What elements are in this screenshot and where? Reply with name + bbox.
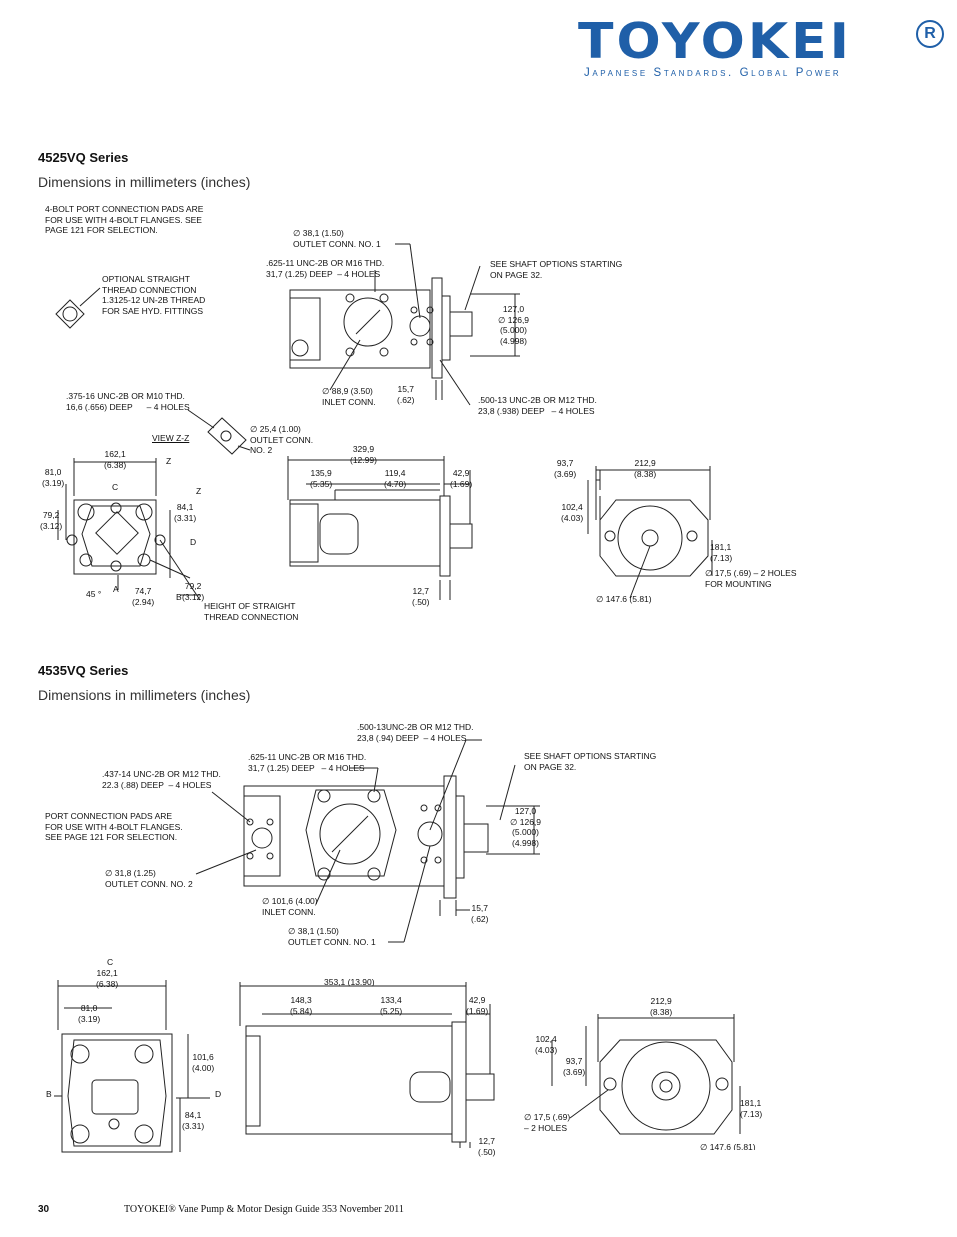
s1-note-height: HEIGHT OF STRAIGHT THREAD CONNECTION [204,601,299,622]
s1-dim-429: 42,9 (1.69) [450,468,473,489]
s1-optional-thread-symbol [55,287,101,329]
s1-dim-1476: ∅ 147.6 (5.81) [596,594,652,604]
s1-label-z2: Z [196,486,202,496]
s2-note-unc437: .437-14 UNC-2B OR M12 THD. 22.3 (.88) DE… [102,769,221,790]
s1-front-view [57,458,201,601]
s1-note-outlet2: ∅ 25,4 (1.00) OUTLET CONN. NO. 2 [250,424,314,455]
s1-note-outlet1: ∅ 38,1 (1.50) OUTLET CONN. NO. 1 [293,228,381,249]
s2-dim-1476: ∅ 147.6 (5.81) [700,1142,756,1150]
registered-mark-icon: R [916,20,944,48]
s1-dim-127b: 12,7 (.50) [412,586,430,607]
s1-label-viewzz: VIEW Z-Z [152,433,190,443]
s2-note-outlet2: ∅ 31,8 (1.25) OUTLET CONN. NO. 2 [105,868,193,889]
section2-title: 4535VQ Series [38,663,129,678]
s1-dim-1024: 102,4 (4.03) [561,502,584,523]
s2-front-view [54,980,210,1153]
s1-note-unc625: .625-11 UNC-2B OR M16 THD. 31,7 (1.25) D… [266,258,385,279]
s1-viewzz-symbol [187,409,251,455]
s1-dim-747: 74,7 (2.94) [132,586,155,607]
s1-note-inlet: ∅ 88,9 (3.50) INLET CONN. [322,386,376,407]
s1-note-unc500: .500-13 UNC-2B OR M12 THD. 23,8 (.938) D… [478,395,597,416]
s2-note-inlet: ∅ 101,6 (4.00) INLET CONN. [262,896,318,917]
footer-text: TOYOKEI® Vane Pump & Motor Design Guide … [124,1204,404,1215]
s2-dim-1016: 101,6 (4.00) [192,1052,215,1073]
s1-label-z1: Z [166,456,172,466]
s2-note-shaft: SEE SHAFT OPTIONS STARTING ON PAGE 32. [524,751,657,772]
s2-dim-810: 81,0 (3.19) [78,1003,101,1024]
s1-dim-792a: 79,2 (3.12) [40,510,63,531]
section2-subtitle: Dimensions in millimeters (inches) [38,687,251,703]
s1-dim-1811: 181,1 (7.13) [710,542,733,563]
s1-note-optional-thread: OPTIONAL STRAIGHT THREAD CONNECTION 1.31… [102,274,206,316]
s1-dim-1621: 162,1 (6.38) [104,449,127,470]
s2-dim-2129: 212,9 (8.38) [650,996,673,1017]
s2-dim-937: 93,7 (3.69) [563,1056,586,1077]
s2-dim-429: 42,9 (1.69) [466,995,489,1016]
s2-dim-841: 84,1 (3.31) [182,1110,205,1131]
s2-dim-1334: 133,4 (5.25) [380,995,403,1016]
s2-side-view [195,739,540,943]
s2-note-outlet1: ∅ 38,1 (1.50) OUTLET CONN. NO. 1 [288,926,376,947]
s2-dim-1024: 102,4 (4.03) [535,1034,558,1055]
brand-logo: TOYOKEI R Japanese Standards. Global Pow… [578,13,944,80]
s2-side-view-2 [239,982,495,1148]
s2-note-port-pads: PORT CONNECTION PADS ARE FOR USE WITH 4-… [45,811,183,842]
s1-label-a: A [113,584,119,594]
s2-note-mount: ∅ 17,5 (.69) – 2 HOLES [524,1112,571,1133]
s2-note-unc500: .500-13UNC-2B OR M12 THD. 23,8 (.94) DEE… [357,722,474,743]
section1-subtitle: Dimensions in millimeters (inches) [38,174,251,190]
section1-title: 4525VQ Series [38,150,129,165]
s2-dim-1483: 148,3 (5.84) [290,995,313,1016]
s1-dim-45: 45 ° [86,589,102,599]
s2-dim-127b: 12,7 (.50) [478,1136,496,1157]
s1-label-b: B [176,592,182,602]
s1-dim-810: 81,0 (3.19) [42,467,65,488]
s1-note-port-pads: 4-BOLT PORT CONNECTION PADS ARE FOR USE … [45,204,204,235]
s1-side-view-2 [287,456,473,600]
logo-tagline: Japanese Standards. Global Power [584,67,842,79]
s1-dim-1194: 119,4 (4.70) [384,468,407,489]
s1-dim-841: 84,1 (3.31) [174,502,197,523]
s1-note-shaft: SEE SHAFT OPTIONS STARTING ON PAGE 32. [490,259,623,280]
s1-dim-3299: 329,9 (12.99) [350,444,377,465]
page-number: 30 [38,1204,50,1215]
s1-note-mount: ∅ 17,5 (.69) – 2 HOLES FOR MOUNTING [705,568,797,589]
s1-dim-792b: 79,2 (3.12) [182,581,205,602]
s1-dim-937: 93,7 (3.69) [554,458,577,479]
s2-dim-1811: 181,1 (7.13) [740,1098,763,1119]
s1-label-d: D [190,537,197,547]
s1-note-unc375: .375-16 UNC-2B OR M10 THD. 16,6 (.656) D… [66,391,190,412]
s2-note-unc625: .625-11 UNC-2B OR M16 THD. 31,7 (1.25) D… [248,752,367,773]
s1-dim-1359: 135,9 (5.35) [310,468,333,489]
s1-rear-view [587,466,713,599]
s2-label-d: D [215,1089,222,1099]
s2-dim-127: 127,0 ∅ 126,9 (5.000) (4.998) [510,806,542,848]
logo-wordmark: TOYOKEI [578,13,852,71]
s1-dim-127: 127,0 ∅ 126,9 (5.000) (4.998) [498,304,530,346]
s2-rear-view [551,1014,741,1135]
s1-label-c: C [112,482,119,492]
s1-dim-2129: 212,9 (8.38) [634,458,657,479]
s2-label-b: B [46,1089,52,1099]
s2-label-c: C [107,957,114,967]
s1-dim-157: 15,7 (.62) [397,384,415,405]
s2-dim-157: 15,7 (.62) [471,903,489,924]
s2-dim-1621: 162,1 (6.38) [96,968,119,989]
s2-dim-3531: 353,1 (13.90) [324,977,375,987]
s1-side-view [289,243,520,406]
